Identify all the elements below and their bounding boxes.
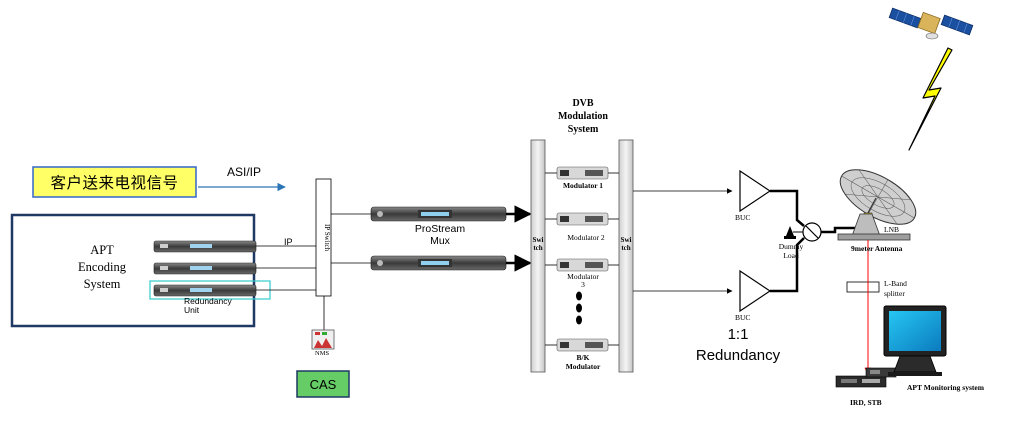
monitoring-system-label: APT Monitoring system bbox=[907, 383, 984, 392]
redundancy-unit-label: Redundancy Unit bbox=[184, 296, 232, 315]
encoder-1 bbox=[153, 240, 257, 253]
lnb-label: LNB bbox=[884, 225, 899, 234]
lband-splitter-box bbox=[846, 281, 880, 293]
lightning-icon bbox=[908, 47, 953, 151]
monitor-icon bbox=[883, 305, 947, 376]
buc-1-label: BUC bbox=[735, 213, 751, 222]
modulator-1-label: Modulator 1 bbox=[562, 181, 604, 190]
nms-label: NMS bbox=[315, 350, 330, 357]
cas-label: CAS bbox=[309, 377, 337, 392]
source-signal-box bbox=[32, 166, 197, 198]
modulator-links bbox=[545, 172, 619, 346]
encoder-redundancy bbox=[149, 280, 271, 300]
redundancy-text: 1:1 Redundancy bbox=[695, 326, 781, 364]
ip-switch-label: IP Switch bbox=[323, 224, 331, 252]
satellite-icon bbox=[888, 7, 974, 40]
encoding-system-title: APT Encoding System bbox=[78, 243, 126, 291]
ird-stb-label: IRD, STB bbox=[850, 398, 882, 407]
modulator-bk-device bbox=[556, 338, 609, 352]
dummy-load-icon bbox=[784, 226, 796, 239]
encoder-2 bbox=[153, 262, 257, 275]
antenna-label: 9meter Antenna bbox=[851, 244, 903, 253]
dvb-switch-left-label: Switch bbox=[532, 236, 544, 252]
buc-2-amplifier bbox=[739, 269, 772, 313]
antenna-dish-icon bbox=[837, 169, 917, 241]
ird-stb-device bbox=[835, 367, 897, 388]
dvb-switch-left bbox=[530, 139, 546, 373]
dvb-modulation-title: DVB Modulation System bbox=[557, 98, 608, 135]
cas-box bbox=[296, 370, 350, 398]
ip-label: IP bbox=[284, 237, 293, 247]
buc-2-label: BUC bbox=[735, 313, 751, 322]
ip-switch-box bbox=[315, 178, 332, 297]
modulator-bk-label: B/K Modulator bbox=[565, 353, 601, 371]
buc-1-waveguide bbox=[770, 189, 805, 227]
modulator-3-label: Modulator 3 bbox=[567, 272, 599, 289]
nms-device bbox=[311, 329, 335, 350]
dvb-switch-right bbox=[618, 139, 634, 373]
modulator-2-label: Modulator 2 bbox=[567, 233, 605, 242]
switch-antenna-link bbox=[821, 226, 855, 234]
lband-splitter-label: L-Band splitter bbox=[884, 279, 907, 298]
buc-2-waveguide bbox=[770, 237, 805, 293]
modulator-3-device bbox=[556, 258, 609, 272]
buc-1-amplifier bbox=[739, 169, 772, 213]
modulator-1-device bbox=[556, 166, 609, 180]
modulator-2-device bbox=[556, 212, 609, 226]
dvb-switch-right-label: Switch bbox=[620, 236, 632, 252]
dummy-load-label: Dummy Load bbox=[778, 242, 804, 260]
asi-ip-label: ASI/IP bbox=[227, 165, 262, 179]
prostream-mux-label: ProStream Mux bbox=[414, 223, 466, 247]
source-signal-label: 客户送来电视信号 bbox=[50, 175, 179, 192]
modulator-ellipsis bbox=[576, 291, 582, 325]
prostream-mux-2 bbox=[370, 255, 507, 271]
prostream-mux-1 bbox=[370, 206, 507, 222]
